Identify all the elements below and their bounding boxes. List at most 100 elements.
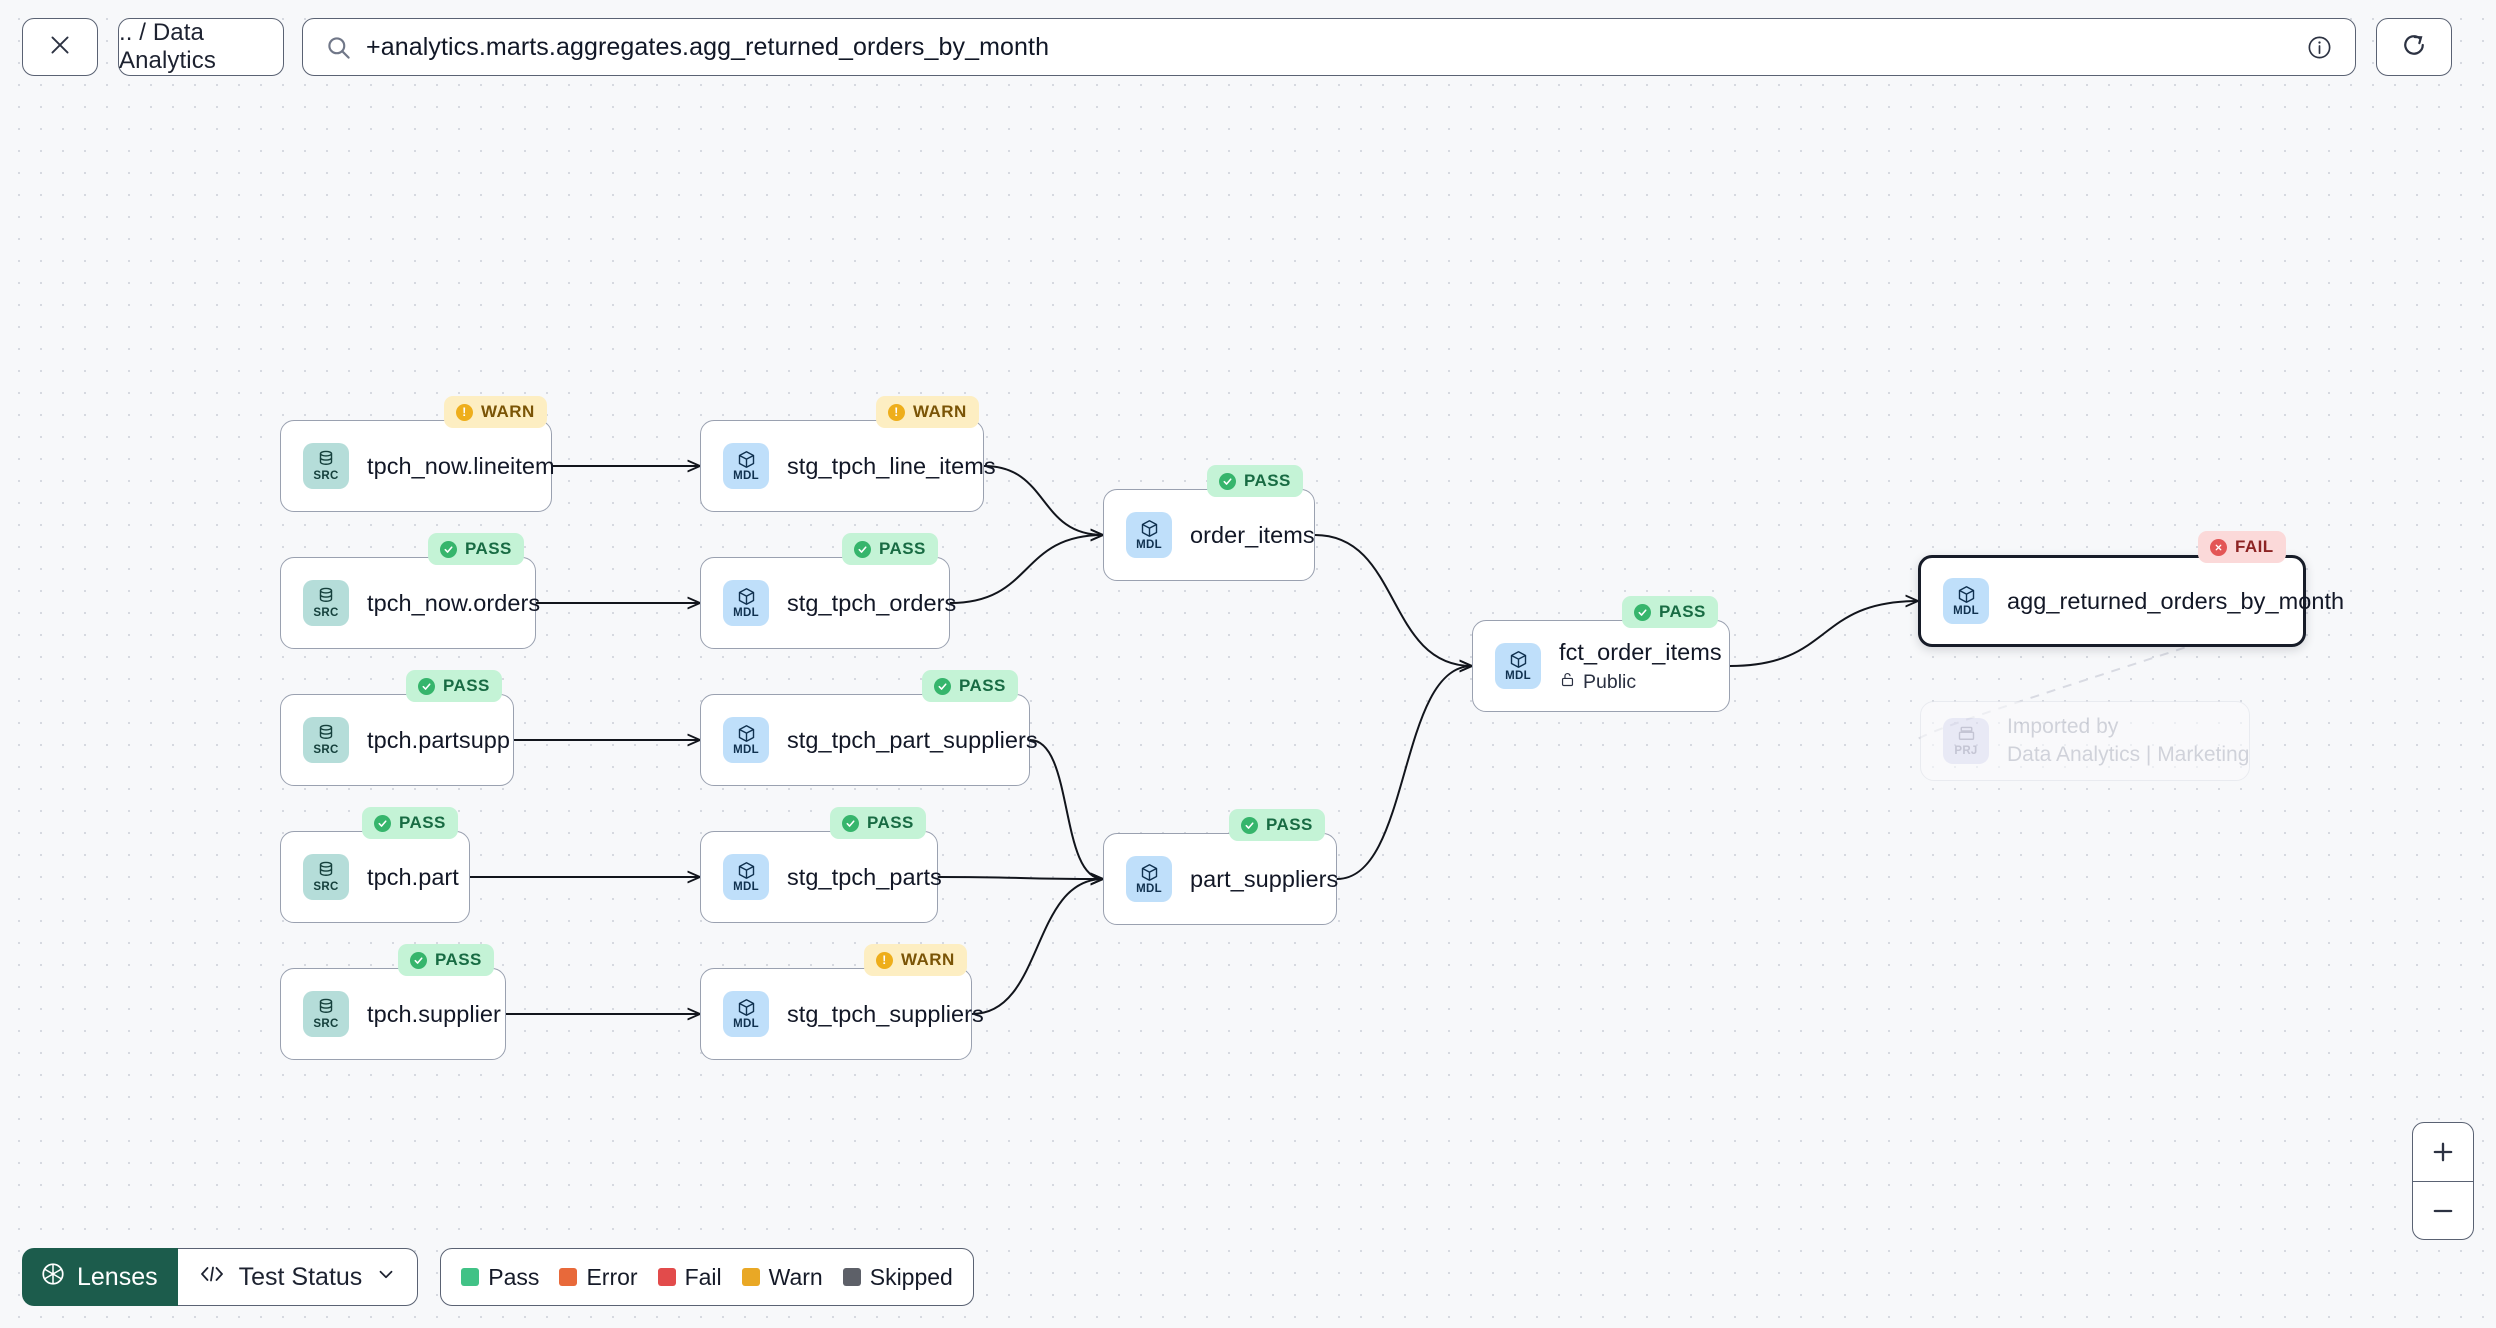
status-badge-warn: !WARN (864, 944, 967, 976)
node-tpch_now_lineitem[interactable]: SRC tpch_now.lineitem (280, 420, 555, 512)
legend-label: Pass (488, 1263, 540, 1290)
status-badge-warn: !WARN (876, 396, 979, 428)
node-part_suppliers[interactable]: MDL part_suppliers (1103, 833, 1338, 925)
node-kind-label: MDL (1505, 670, 1531, 683)
node-kind-label: MDL (733, 607, 759, 620)
node-title: stg_tpch_orders (787, 589, 957, 616)
node-title: fct_order_items (1559, 638, 1722, 665)
close-button[interactable] (22, 18, 98, 76)
status-label: FAIL (2235, 537, 2274, 556)
refresh-button[interactable] (2376, 18, 2452, 76)
status-dot (410, 951, 427, 969)
node-title: agg_returned_orders_by_month (2007, 587, 2345, 614)
status-legend: Pass Error Fail Warn Skipped (440, 1248, 974, 1306)
mdl-node-icon: MDL (723, 717, 769, 763)
status-badge-warn: !WARN (444, 396, 547, 428)
node-body: stg_tpch_suppliers (787, 1001, 984, 1028)
node-body: tpch_now.lineitem (367, 452, 555, 480)
info-icon[interactable] (2306, 34, 2333, 61)
unlock-icon (1559, 671, 1576, 694)
status-dot (934, 677, 951, 695)
search-value[interactable]: +analytics.marts.aggregates.agg_returned… (366, 32, 1050, 61)
node-body: part_suppliers (1190, 866, 1338, 893)
edge-stg_tpch_part_suppliers-to-part_suppliers (1029, 739, 1103, 879)
zoom-control (2412, 1122, 2474, 1240)
status-label: PASS (959, 676, 1006, 695)
node-kind-label: MDL (1953, 605, 1979, 618)
legend-item-fail[interactable]: Fail (657, 1264, 722, 1291)
status-dot (374, 814, 391, 832)
lenses-button[interactable]: Lenses (22, 1248, 178, 1306)
legend-label: Warn (768, 1263, 823, 1290)
status-dot: ! (888, 403, 905, 421)
search-input[interactable]: +analytics.marts.aggregates.agg_returned… (302, 18, 2356, 76)
node-body: stg_tpch_orders (787, 589, 957, 617)
mdl-node-icon: MDL (723, 580, 769, 626)
status-badge-pass: PASS (398, 944, 494, 976)
status-dot (854, 540, 871, 558)
node-kind-label: MDL (733, 881, 759, 894)
legend-item-pass[interactable]: Pass (461, 1264, 539, 1291)
aperture-icon (40, 1261, 66, 1294)
test-status-dropdown[interactable]: Test Status (177, 1248, 419, 1306)
status-dot (2210, 538, 2227, 556)
edge-stg_tpch_parts-to-part_suppliers (937, 877, 1103, 879)
status-badge-pass: PASS (428, 533, 524, 565)
legend-item-warn[interactable]: Warn (741, 1263, 823, 1291)
status-badge-pass: PASS (842, 533, 938, 565)
mdl-node-icon: MDL (1126, 512, 1172, 558)
status-badge-pass: PASS (1229, 809, 1325, 841)
edge-part_suppliers-to-fct_order_items (1336, 666, 1472, 880)
status-label: PASS (1659, 602, 1706, 621)
code-icon (198, 1263, 226, 1292)
node-title: stg_tpch_part_suppliers (787, 726, 1038, 753)
zoom-out-button[interactable] (2413, 1181, 2473, 1239)
status-dot (1241, 816, 1258, 834)
node-kind-label: SRC (313, 744, 339, 757)
src-node-icon: SRC (303, 991, 349, 1037)
lenses-label: Lenses (77, 1262, 158, 1291)
node-kind-label: MDL (1136, 883, 1162, 896)
close-icon (47, 32, 73, 63)
node-body: stg_tpch_part_suppliers (787, 726, 1038, 754)
node-body: stg_tpch_line_items (787, 453, 996, 480)
status-label: PASS (435, 950, 482, 969)
node-order_items[interactable]: MDL order_items (1103, 489, 1315, 581)
node-stg_tpch_orders[interactable]: MDL stg_tpch_orders (700, 557, 957, 649)
status-badge-pass: PASS (406, 670, 502, 702)
edge-stg_tpch_orders-to-order_items (949, 535, 1103, 604)
mdl-node-icon: MDL (1126, 856, 1172, 902)
breadcrumb[interactable]: .. / Data Analytics (118, 18, 284, 76)
node-body: order_items (1190, 522, 1315, 549)
legend-item-error[interactable]: Error (559, 1264, 638, 1291)
node-title: tpch.part (367, 863, 459, 890)
legend-swatch (657, 1268, 676, 1286)
legend-item-skipped[interactable]: Skipped (842, 1264, 953, 1291)
node-kind-label: SRC (313, 881, 339, 894)
status-dot (1219, 472, 1236, 490)
node-title: tpch_now.orders (367, 589, 541, 616)
node-title: tpch_now.lineitem (367, 452, 555, 479)
edge-stg_tpch_suppliers-to-part_suppliers (971, 879, 1103, 1015)
mdl-node-icon: MDL (1495, 643, 1541, 689)
node-kind-label: SRC (313, 470, 339, 483)
node-agg_returned_orders_by_month[interactable]: MDL agg_returned_orders_by_month (1918, 555, 2345, 647)
status-dot: ! (876, 951, 893, 969)
mdl-node-icon: MDL (723, 854, 769, 900)
node-stg_tpch_part_suppliers[interactable]: MDL stg_tpch_part_suppliers (700, 694, 1038, 786)
status-dot (440, 540, 457, 558)
node-kind-label: MDL (1136, 539, 1162, 552)
node-tpch_part[interactable]: SRC tpch.part (280, 831, 470, 923)
zoom-in-button[interactable] (2413, 1123, 2473, 1181)
